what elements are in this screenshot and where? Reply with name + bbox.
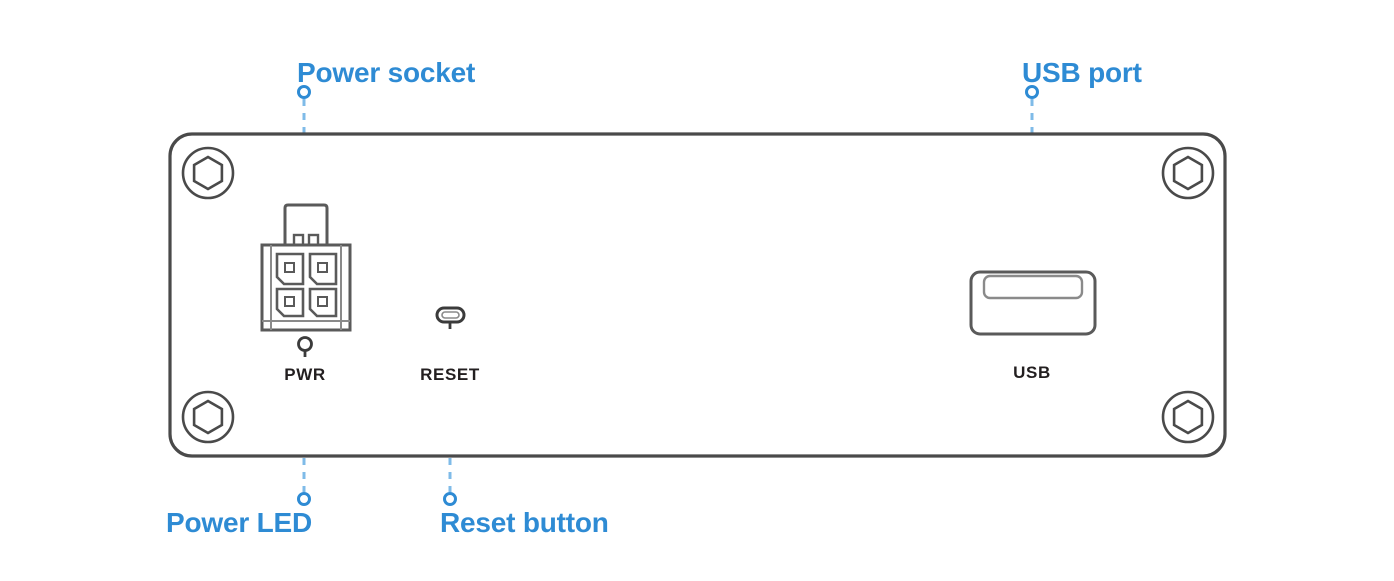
power-led-circle [297,336,313,352]
screw-head-circle [181,390,235,444]
power-socket-pin-3 [284,296,295,307]
reset-button-inner [441,311,460,319]
callout-label-power-led: Power LED [166,507,312,538]
power-socket-latch [283,203,329,247]
callout-label-reset-button: Reset button [440,507,609,538]
screw-top-right [1161,146,1215,200]
panel-outline [168,132,1227,458]
screw-head-circle [181,146,235,200]
callout-dot-power-socket [297,85,311,99]
reset-button-control[interactable] [435,306,466,329]
screw-hex-socket [192,399,224,435]
corner-screws [181,146,1215,444]
silkscreen-label-reset: RESET [420,365,480,384]
callout-dots [297,85,1039,506]
screw-top-left [181,146,235,200]
screw-head-circle [1161,390,1215,444]
screw-hex-socket [1172,399,1204,435]
screw-hex-socket [1172,155,1204,191]
power-socket-connector[interactable] [260,203,352,332]
screw-head-circle [1161,146,1215,200]
silkscreen-label-usb: USB [1013,363,1051,382]
usb-port-connector[interactable] [969,270,1097,336]
power-socket-pin-2 [317,262,328,273]
silkscreen-label-pwr: PWR [284,365,325,384]
power-socket-pin-1 [284,262,295,273]
screw-hex-socket [192,155,224,191]
callout-label-power-socket: Power socket [297,57,475,88]
power-socket-pin-4 [317,296,328,307]
callout-dot-reset-button [443,492,457,506]
screw-bottom-left [181,390,235,444]
screw-bottom-right [1161,390,1215,444]
usb-port-tongue [982,274,1084,300]
power-led-indicator [297,336,313,357]
callout-label-usb-port: USB port [1022,57,1142,88]
callout-dot-power-led [297,492,311,506]
callout-dot-usb-port [1025,85,1039,99]
